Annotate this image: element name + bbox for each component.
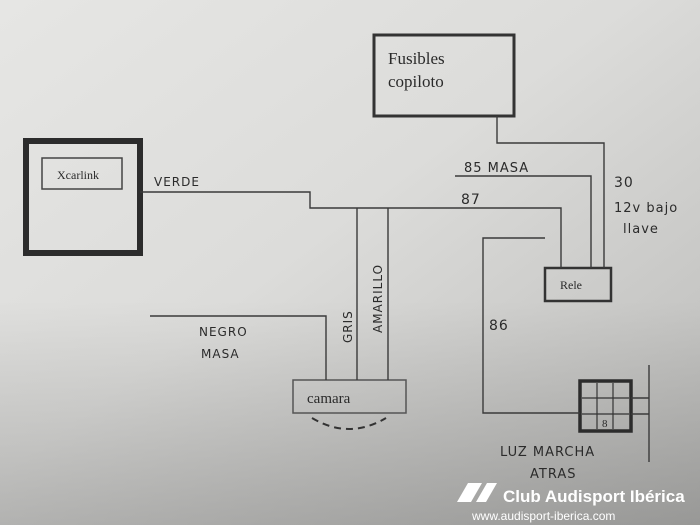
label-85-masa: 85 MASA xyxy=(464,161,529,176)
label-12v-bajo: 12v bajo xyxy=(614,201,678,216)
label-30: 30 xyxy=(614,175,634,191)
label-86: 86 xyxy=(489,318,509,334)
wire-verde-87 xyxy=(140,191,562,268)
rele-label: Rele xyxy=(560,278,582,292)
label-negro: NEGRO xyxy=(199,325,248,339)
label-87: 87 xyxy=(461,192,481,208)
club-logo-icon xyxy=(457,483,482,502)
luz-lamp-box xyxy=(578,379,633,433)
label-verde: VERDE xyxy=(154,175,200,189)
wire-30 xyxy=(496,116,605,268)
label-masa: MASA xyxy=(201,347,240,361)
fusibles-box xyxy=(372,33,516,118)
wire-lamp-ground xyxy=(631,397,649,415)
label-llave: llave xyxy=(623,222,659,237)
watermark-url: www.audisport-iberica.com xyxy=(471,509,615,523)
camara-box xyxy=(292,379,407,414)
label-luz-marcha: LUZ MARCHA xyxy=(500,445,595,460)
wire-negro-masa xyxy=(150,315,327,380)
wire-85-masa xyxy=(455,175,592,268)
club-logo-icon xyxy=(476,483,497,502)
camara-label: camara xyxy=(307,391,351,407)
xcarlink-inner-box xyxy=(41,157,123,190)
fusibles-label-1: Fusibles xyxy=(388,49,445,68)
label-amarillo: AMARILLO xyxy=(371,264,385,333)
watermark-brand: Club Audisport Ibérica xyxy=(503,487,685,506)
xcarlink-outer-box xyxy=(23,138,143,256)
fusibles-label-2: copiloto xyxy=(388,72,444,91)
watermark: Club Audisport Ibérica www.audisport-ibe… xyxy=(457,483,685,523)
wire-86 xyxy=(482,237,580,414)
camara-lens-arc xyxy=(311,417,387,430)
luz-lamp-number: 8 xyxy=(602,418,608,430)
rele-box xyxy=(543,266,613,303)
label-gris: GRIS xyxy=(341,310,355,343)
label-atras: ATRAS xyxy=(530,467,576,482)
xcarlink-label: Xcarlink xyxy=(57,168,99,182)
